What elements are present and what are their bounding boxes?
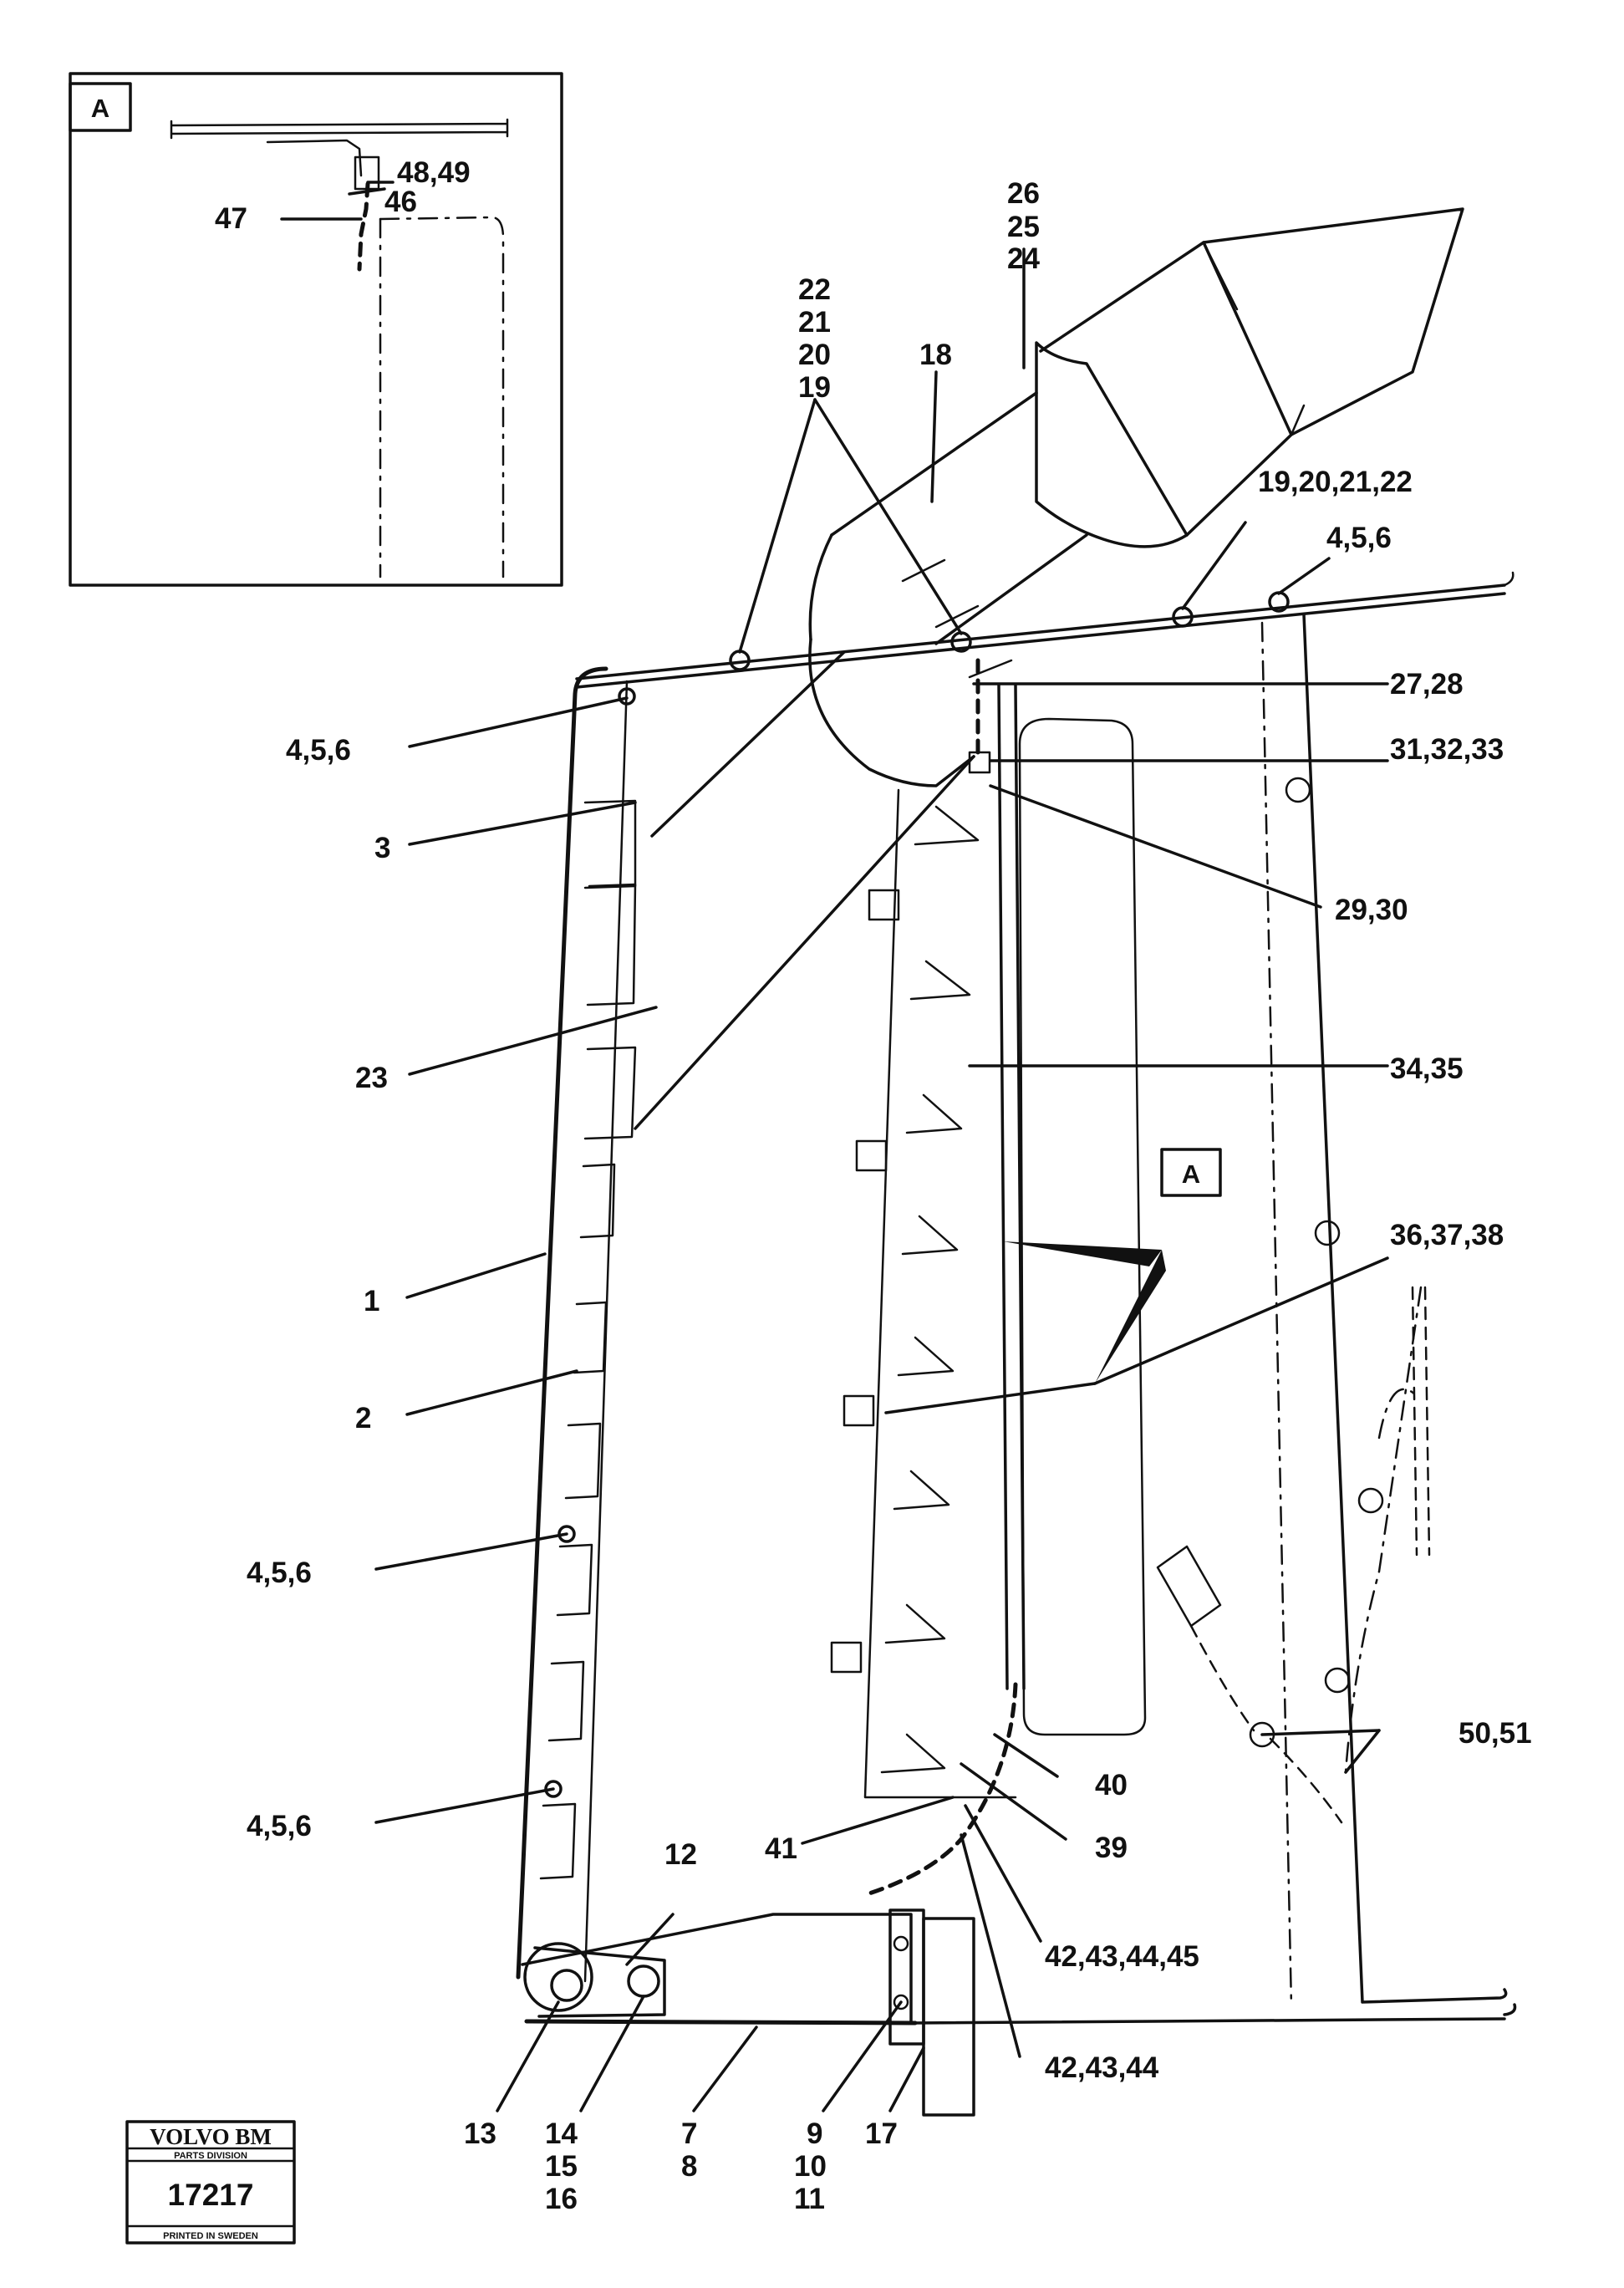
label-4-5-6-a: 4,5,6 <box>286 734 351 767</box>
inner-wall <box>863 788 1017 1799</box>
label-4-5-6-top: 4,5,6 <box>1326 522 1392 554</box>
label-29-30: 29,30 <box>1335 894 1408 926</box>
hole <box>1285 777 1311 803</box>
view-tag: A <box>1182 1159 1200 1189</box>
inset-tag-box <box>69 82 132 132</box>
label-42-43-44-45: 42,43,44,45 <box>1045 1940 1199 1973</box>
stamp-number: 17217 <box>168 2178 254 2212</box>
label-15: 15 <box>545 2150 578 2183</box>
mount-post <box>922 1917 975 2117</box>
hinge-arm <box>521 1913 913 2025</box>
inner-window <box>1018 717 1147 1736</box>
inset-bracket <box>266 139 363 177</box>
pipe-body <box>830 391 1088 645</box>
callout-labels: 48,49 46 47 26 25 24 22 21 20 19 18 19,2… <box>215 156 1532 2215</box>
label-34-35: 34,35 <box>1390 1052 1464 1085</box>
label-22: 22 <box>798 273 831 306</box>
detail-inset-a: A <box>69 72 563 587</box>
label-24: 24 <box>1007 242 1040 275</box>
label-13: 13 <box>464 2117 496 2150</box>
label-16: 16 <box>545 2183 578 2215</box>
inlet-pipe <box>634 207 1464 1130</box>
panel-bottom-edge <box>524 2019 918 2026</box>
label-8: 8 <box>681 2150 697 2183</box>
label-19: 19 <box>798 371 831 404</box>
hinge-plate <box>533 1946 666 2018</box>
inset-top-panel <box>170 118 509 140</box>
stamp-frame <box>125 2120 296 2245</box>
side-panel <box>516 571 1515 2026</box>
label-10: 10 <box>794 2150 827 2183</box>
panel-right-frame <box>1302 613 1508 2004</box>
label-50-51: 50,51 <box>1459 1717 1532 1750</box>
label-48-49: 48,49 <box>397 156 471 189</box>
label-27-28: 27,28 <box>1390 668 1464 701</box>
label-42-43-44: 42,43,44 <box>1045 2051 1159 2084</box>
inset-frame <box>69 72 563 587</box>
inset-hidden-edge <box>379 216 505 578</box>
label-18: 18 <box>919 339 952 371</box>
label-26: 26 <box>1007 177 1040 210</box>
vertical-divider <box>997 684 1026 1690</box>
label-19-20-21-22: 19,20,21,22 <box>1258 466 1413 498</box>
hinge-assembly <box>521 1908 1517 2117</box>
volvo-bm-stamp: VOLVO BM PARTS DIVISION 17217 PRINTED IN… <box>125 2120 296 2245</box>
inset-seal-strip <box>357 181 370 272</box>
view-tag-box <box>1160 1148 1222 1197</box>
inset-tag: A <box>91 94 109 123</box>
stamp-division: PARTS DIVISION <box>174 2151 247 2161</box>
guide-brackets <box>880 805 980 1774</box>
label-20: 20 <box>798 339 831 371</box>
stamp-printed: PRINTED IN SWEDEN <box>163 2231 258 2241</box>
label-4-5-6-c: 4,5,6 <box>247 1810 312 1842</box>
pipe-diagonal <box>634 650 975 1130</box>
panel-left-edge <box>516 666 608 1980</box>
seal-strip-bottom <box>867 1682 1018 1896</box>
rod-cable <box>1344 1286 1423 1774</box>
label-3: 3 <box>374 832 390 864</box>
label-41: 41 <box>765 1832 797 1865</box>
label-46: 46 <box>384 186 417 218</box>
label-12: 12 <box>664 1838 697 1871</box>
label-4-5-6-b: 4,5,6 <box>247 1557 312 1589</box>
label-23: 23 <box>355 1062 388 1094</box>
diffuser-box <box>1202 207 1464 436</box>
label-9: 9 <box>807 2117 822 2150</box>
pipe-opening <box>808 638 975 787</box>
label-47: 47 <box>215 202 247 235</box>
pipe-collar <box>1035 341 1189 548</box>
hinge-pivot <box>523 1942 593 2012</box>
label-21: 21 <box>798 306 831 339</box>
label-39: 39 <box>1095 1832 1128 1864</box>
top-rail <box>575 583 1506 689</box>
stamp-brand: VOLVO BM <box>150 2124 272 2149</box>
label-31-32-33: 31,32,33 <box>1390 733 1504 766</box>
label-14: 14 <box>545 2117 578 2150</box>
left-clips <box>539 799 637 1880</box>
label-1: 1 <box>364 1285 379 1317</box>
leader-lines <box>280 181 1389 2112</box>
label-25: 25 <box>1007 211 1040 243</box>
label-36-37-38: 36,37,38 <box>1390 1219 1504 1251</box>
label-2: 2 <box>355 1402 371 1434</box>
latch-plate <box>1156 1545 1222 1628</box>
label-11: 11 <box>794 2183 825 2215</box>
label-17: 17 <box>865 2117 898 2150</box>
label-7: 7 <box>681 2117 697 2150</box>
fastener-plates <box>830 889 900 1674</box>
hole <box>1324 1667 1351 1694</box>
label-40: 40 <box>1095 1769 1128 1801</box>
hole <box>1314 1220 1341 1246</box>
